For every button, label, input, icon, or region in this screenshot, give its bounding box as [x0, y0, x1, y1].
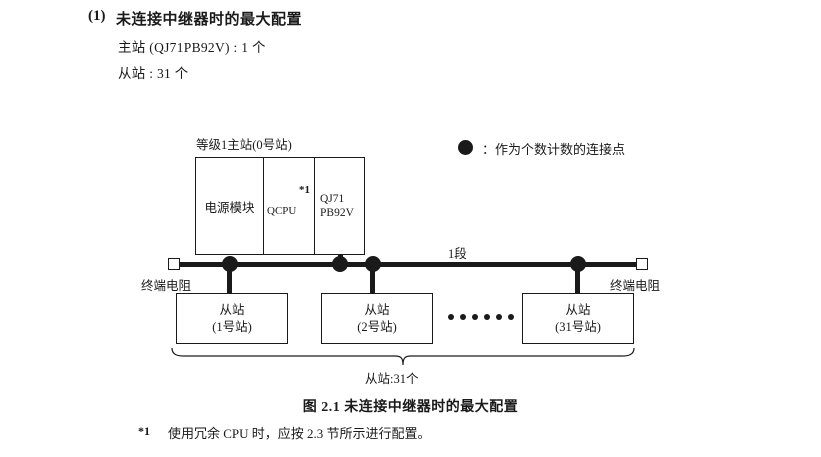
rack-cell-cpu: QCPU *1: [264, 158, 315, 254]
rack-cell-power-supply: 电源模块: [196, 158, 264, 254]
master-station-caption: 等级1主站(0号站): [196, 138, 292, 152]
filled-circle-icon-node-master: [332, 256, 348, 272]
slave-station-box: 从站 (31号站): [522, 293, 634, 344]
footnote-text: 使用冗余 CPU 时，应按 2.3 节所示进行配置。: [168, 426, 431, 441]
figure-caption: 图 2.1 未连接中继器时的最大配置: [302, 400, 519, 415]
drop-lead-slave1: [227, 266, 232, 294]
slave-station-number: (2号站): [357, 319, 397, 334]
rack-label-power-supply: 电源模块: [204, 200, 255, 215]
footnote-mark: *1: [138, 424, 150, 438]
rack-label-network-module: QJ71 PB92V: [320, 192, 354, 221]
terminator-left-label: 终端电阻: [141, 279, 192, 293]
filled-circle-icon-node-slave1: [222, 256, 238, 272]
terminator-right-label: 终端电阻: [610, 279, 661, 293]
slave-station-name: 从站: [565, 302, 591, 317]
slave-station-name: 从站: [219, 302, 245, 317]
rack-label-network-line2: PB92V: [320, 207, 354, 219]
slave-station-name: 从站: [364, 302, 390, 317]
slave-station-box: 从站 (1号站): [176, 293, 288, 344]
open-square-icon-terminator-right: [636, 258, 648, 270]
bus-segment-label: 1段: [448, 247, 467, 261]
rack-label-cpu: QCPU: [267, 205, 297, 217]
rack-label-network-line1: QJ71: [320, 192, 345, 205]
horizontal-dots-icon: [448, 314, 514, 320]
filled-circle-icon: [458, 140, 473, 155]
slave-station-box: 从站 (2号站): [321, 293, 433, 344]
filled-circle-icon-node-slave2: [365, 256, 381, 272]
cpu-footnote-mark: *1: [299, 184, 310, 196]
slave-count-label: 从站:31个: [365, 372, 419, 386]
rack-cell-network-module: QJ71 PB92V: [315, 158, 364, 254]
spec-slave-count: 从站 : 31 个: [118, 66, 189, 81]
slave-count-brace: [170, 348, 636, 366]
open-square-icon-terminator-left: [168, 258, 180, 270]
drop-lead-slave31: [575, 266, 580, 294]
legend-label: ：作为个数计数的连接点: [482, 142, 626, 157]
slave-station-number: (31号站): [555, 319, 601, 334]
filled-circle-icon-node-slave31: [570, 256, 586, 272]
heading-number: (1): [88, 8, 106, 24]
page-title: 未连接中继器时的最大配置: [116, 12, 303, 28]
bus-trunk-line: [174, 262, 642, 267]
slave-station-number: (1号站): [212, 319, 252, 334]
drop-lead-slave2: [370, 266, 375, 294]
spec-master-count: 主站 (QJ71PB92V) : 1 个: [118, 40, 266, 55]
master-rack: 电源模块 QCPU *1 QJ71 PB92V: [195, 157, 365, 255]
